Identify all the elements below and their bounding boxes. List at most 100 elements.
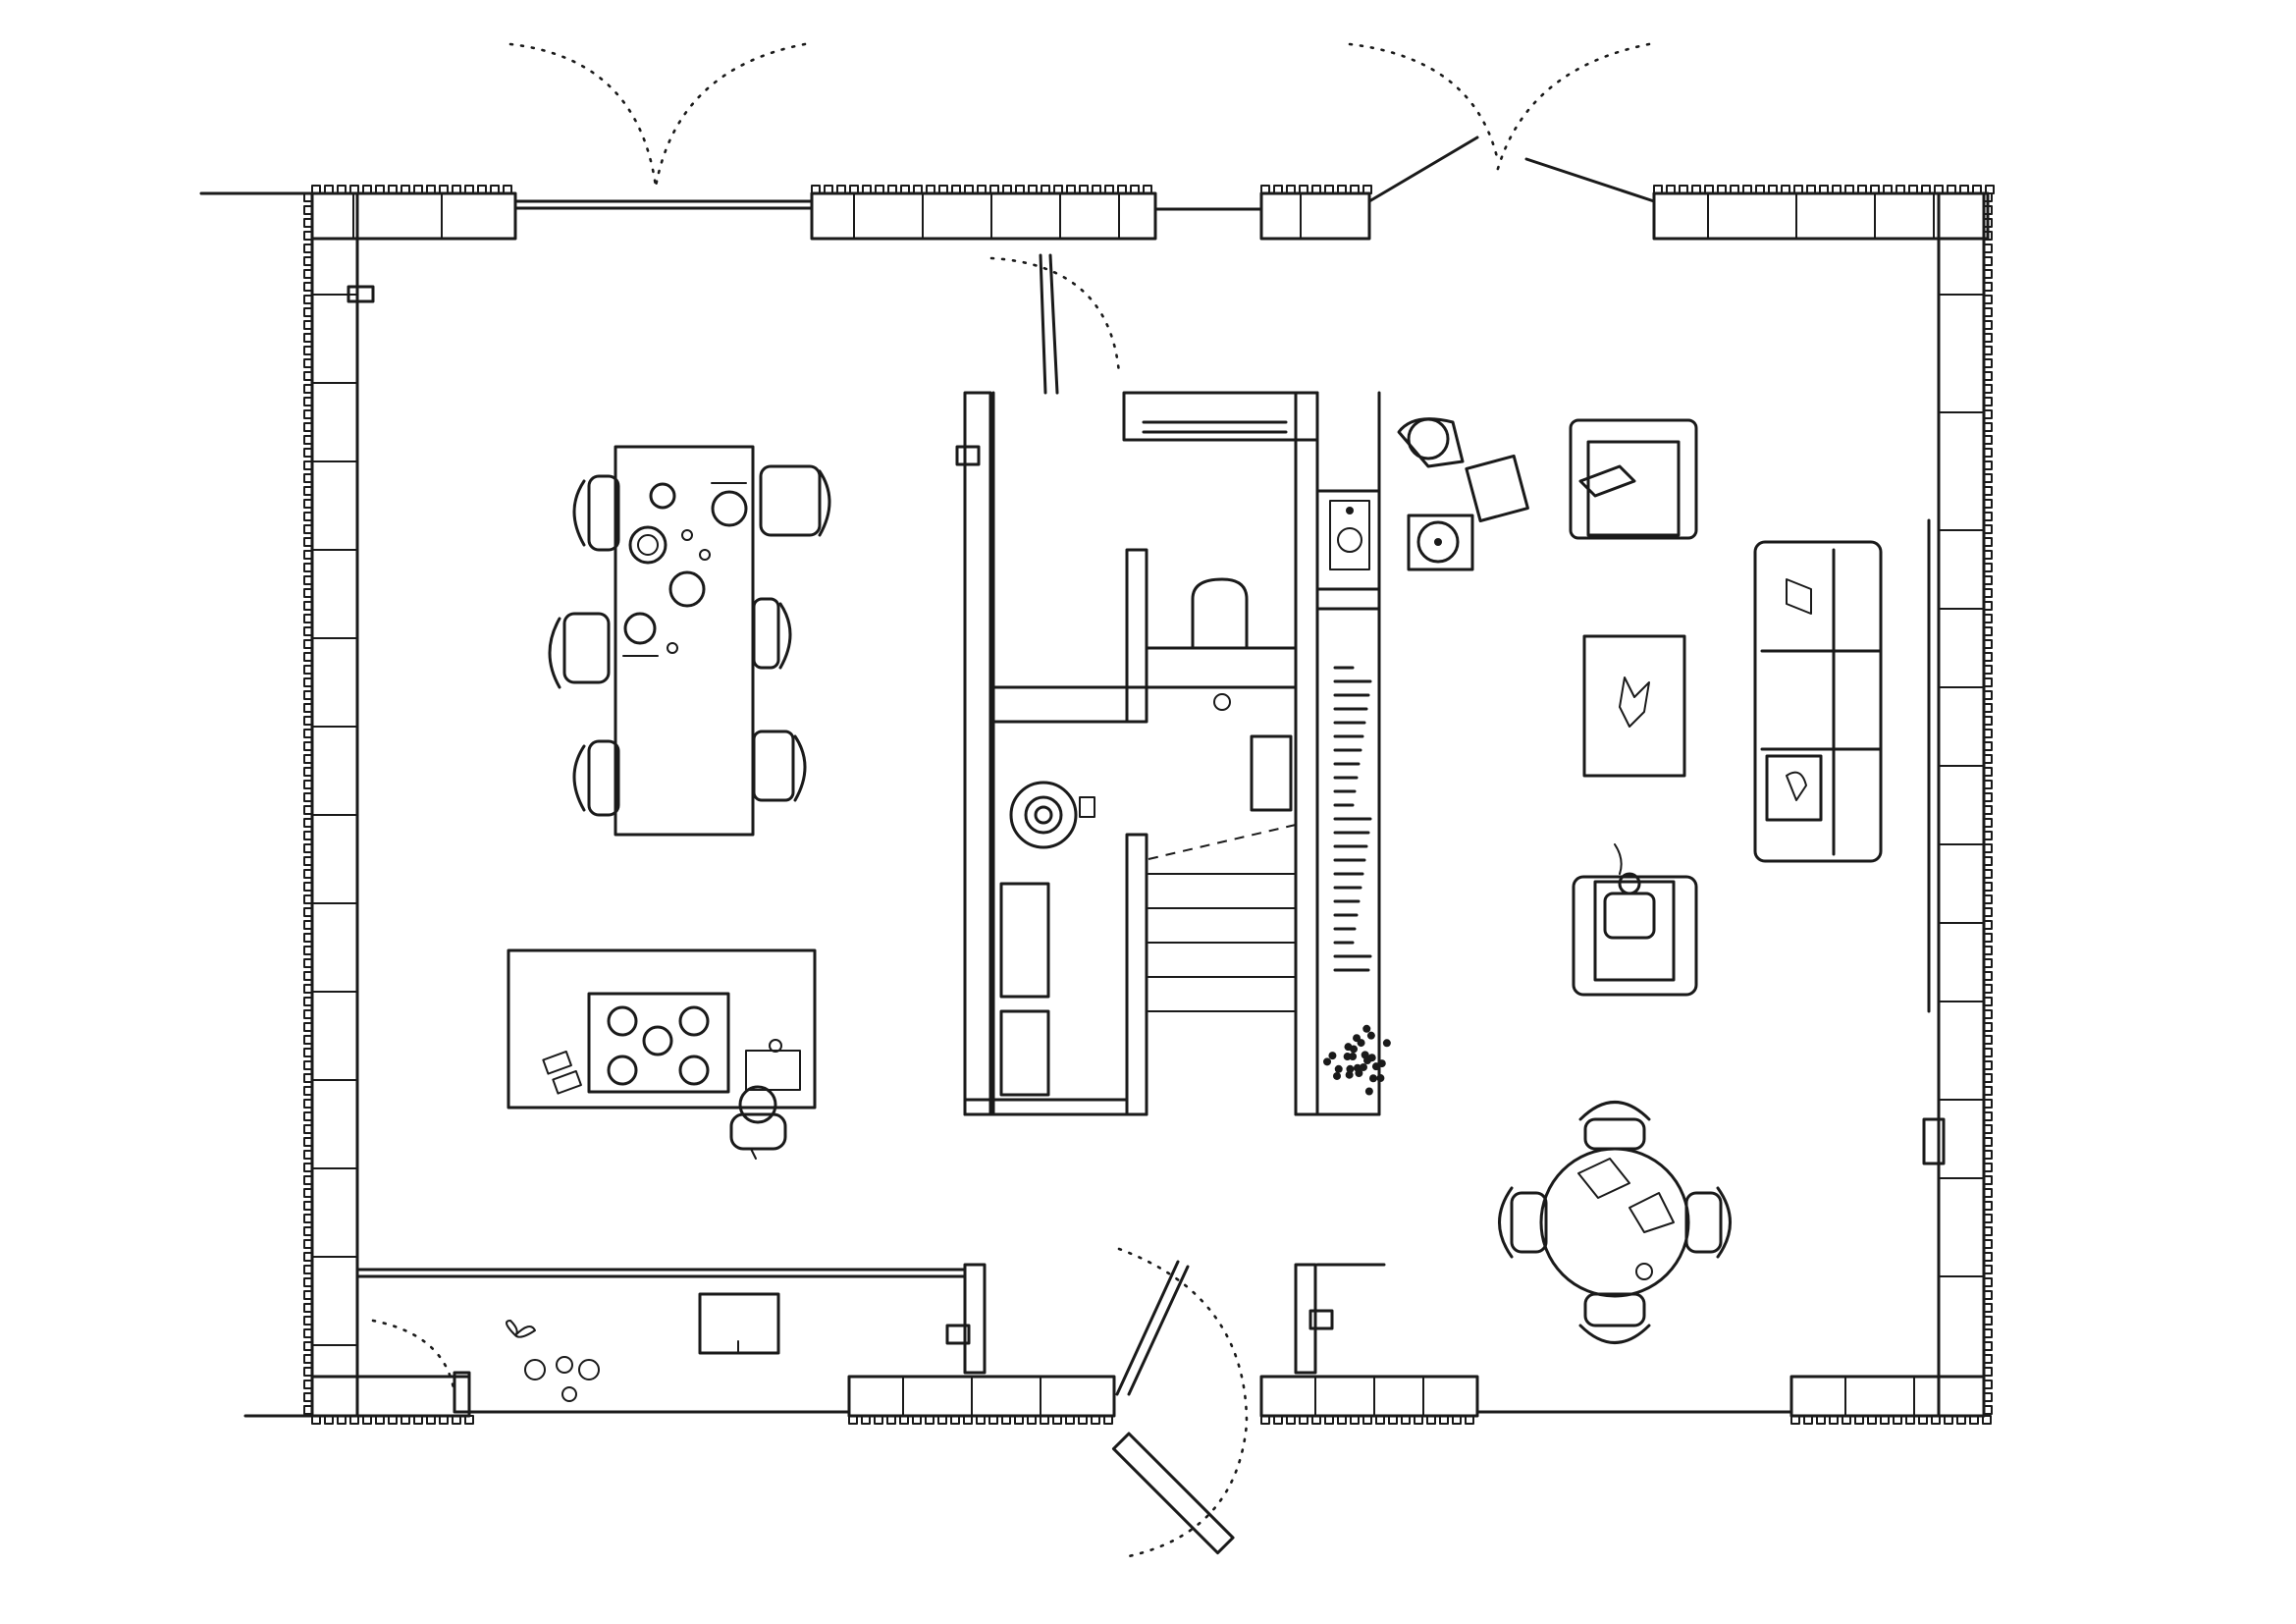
brick-tick [1091, 1415, 1100, 1425]
brick-tick [303, 818, 313, 828]
brick-tick [1041, 185, 1050, 194]
brick-tick [303, 894, 313, 904]
brick-tick [1908, 185, 1918, 194]
brick-tick [1066, 185, 1076, 194]
brick-tick [303, 869, 313, 879]
brick-tick [303, 1265, 313, 1274]
brick-tick [362, 1415, 372, 1425]
brick-tick [1983, 818, 1993, 828]
brick-tick [303, 1316, 313, 1326]
person-icon [1603, 843, 1656, 940]
brick-tick [303, 1035, 313, 1045]
brick-tick [1829, 1415, 1839, 1425]
leaf [1382, 1039, 1391, 1048]
brick-tick [1983, 231, 1993, 241]
brick-tick [913, 185, 923, 194]
leaf [1371, 1062, 1380, 1071]
brick-tick [1921, 185, 1931, 194]
dining-table [614, 445, 755, 837]
tableware [622, 482, 748, 657]
brick-tick [311, 185, 321, 194]
brick-tick [303, 1111, 313, 1121]
brick-tick [1816, 1415, 1826, 1425]
brick-tick [400, 185, 410, 194]
brick-tick [1260, 1415, 1270, 1425]
brick-tick [1679, 185, 1688, 194]
brick-tick [1983, 958, 1993, 968]
brick-tick [303, 1239, 313, 1249]
window-icon [945, 1324, 971, 1345]
brick-tick [303, 295, 313, 304]
brick-tick [1027, 1415, 1037, 1425]
brick-tick [1375, 1415, 1385, 1425]
brick-tick [1452, 1415, 1462, 1425]
brick-tick [303, 320, 313, 330]
brick-tick [1983, 907, 1993, 917]
brick-tick [375, 185, 385, 194]
door-swing-icon [371, 1319, 456, 1396]
brick-tick [1983, 384, 1993, 394]
brick-tick [1983, 307, 1993, 317]
brick-tick [1983, 409, 1993, 419]
chair-icon [1578, 1292, 1651, 1344]
brick-tick [951, 185, 961, 194]
brick-tick [1959, 185, 1969, 194]
door-swing-icon [1117, 1247, 1249, 1558]
plant-icon [1323, 1024, 1391, 1096]
door-leaf [1039, 253, 1047, 395]
brick-tick [303, 971, 313, 981]
brick-tick [1983, 1201, 1993, 1211]
brick-tick [1337, 185, 1347, 194]
brick-tick [388, 1415, 398, 1425]
door-leaf [1115, 1260, 1180, 1396]
brick-tick [303, 665, 313, 675]
chair-icon [752, 730, 807, 802]
brick-tick [1880, 1415, 1890, 1425]
brick-tick [989, 185, 999, 194]
leaf [1359, 1062, 1367, 1071]
brick-tick [1983, 524, 1993, 534]
door-swing-icon [1348, 42, 1499, 159]
brick-tick [1983, 1392, 1993, 1402]
brick-tick [1311, 185, 1321, 194]
brick-tick [303, 639, 313, 649]
brick-tick [1806, 185, 1816, 194]
brick-tick [1867, 1415, 1877, 1425]
round-table [1539, 1147, 1690, 1298]
brick-tick [303, 435, 313, 445]
brick-tick [490, 185, 500, 194]
coffee-table [1582, 634, 1686, 778]
brick-tick [1947, 185, 1956, 194]
brick-tick [1983, 1328, 1993, 1338]
brick-tick [349, 185, 359, 194]
sink-icon [1329, 500, 1370, 570]
brick-tick [1983, 320, 1993, 330]
brick-tick [1854, 1415, 1864, 1425]
brick-tick [1983, 1214, 1993, 1223]
brick-tick [1768, 185, 1778, 194]
brick-tick [303, 703, 313, 713]
brick-tick [1983, 1277, 1993, 1287]
brick-tick [1983, 626, 1993, 636]
brick-tick [1983, 358, 1993, 368]
brick-tick [464, 185, 474, 194]
burner-icon [678, 1055, 710, 1086]
brick-tick [1918, 1415, 1928, 1425]
brick-tick [303, 346, 313, 355]
brick-tick [1983, 550, 1993, 560]
brick-tick [303, 422, 313, 432]
brick-tick [303, 1137, 313, 1147]
brick-tick [1040, 1415, 1049, 1425]
brick-tick [349, 1415, 359, 1425]
brick-tick [938, 185, 948, 194]
book-icon [1577, 1158, 1675, 1280]
brick-tick [1983, 269, 1993, 279]
brick-tick [303, 256, 313, 266]
brick-tick [303, 626, 313, 636]
plant-icon [506, 1320, 600, 1402]
brick-tick [1983, 1009, 1993, 1019]
brick-tick [1905, 1415, 1915, 1425]
brick-tick [303, 550, 313, 560]
brick-tick [303, 371, 313, 381]
brick-tick [1286, 1415, 1296, 1425]
